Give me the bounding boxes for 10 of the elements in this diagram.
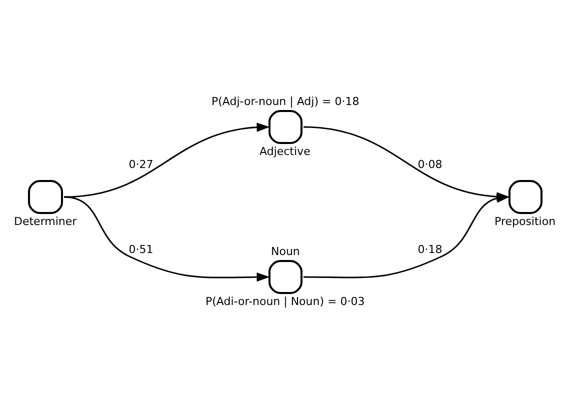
- node-label: P(Adj-or-noun | Adj) = 0·18: [212, 94, 360, 108]
- node-label: Determiner: [14, 214, 77, 228]
- node-label: Adjective: [260, 144, 310, 158]
- node-label: Preposition: [494, 214, 556, 228]
- edge-label: 0·08: [418, 157, 442, 170]
- edge-label: 0·18: [418, 242, 442, 256]
- edge-label: 0·51: [128, 242, 154, 256]
- node-label: Noun: [271, 244, 300, 258]
- edge-label: 0·27: [128, 157, 154, 170]
- node-label: P(Adi-or-noun | Noun) = 0·03: [206, 294, 365, 308]
